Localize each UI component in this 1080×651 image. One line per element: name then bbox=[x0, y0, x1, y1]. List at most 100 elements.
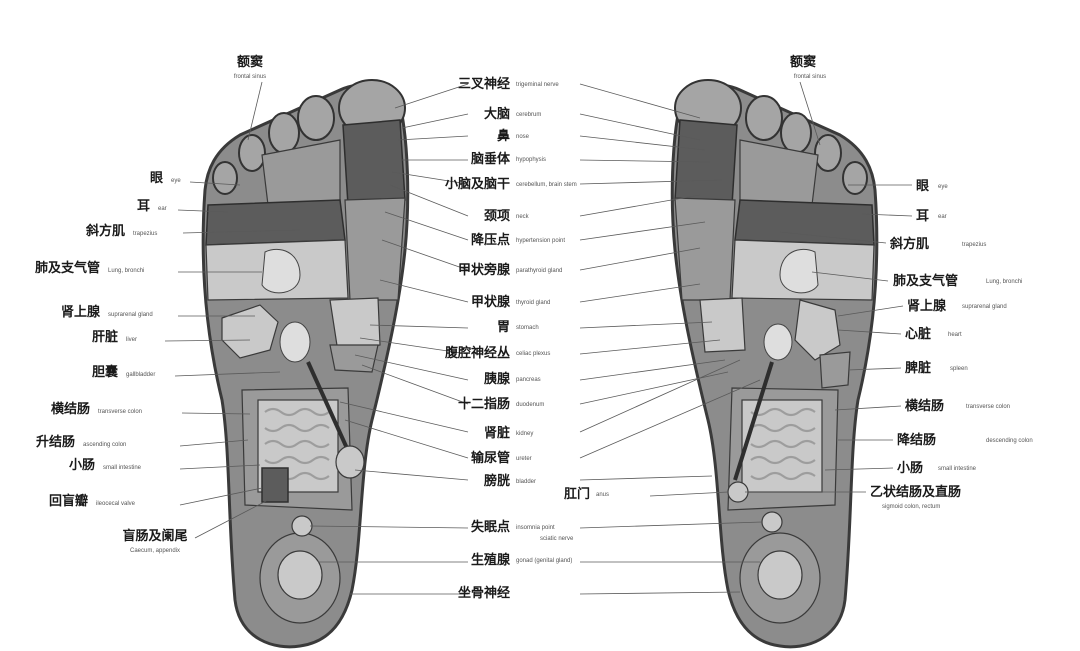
leader-left-ear bbox=[177, 209, 229, 213]
leader-center-right-stomach bbox=[579, 321, 713, 329]
leader-center-left-celiac-plexus bbox=[359, 337, 469, 355]
right-label-descending-colon: 降结肠 bbox=[897, 432, 936, 448]
center-label-anus: 肛门 bbox=[564, 486, 590, 502]
leader-center-left-insomnia-point bbox=[309, 525, 469, 529]
leader-center-right-duodenum bbox=[579, 371, 729, 405]
left-label-frontal-sinus: 额窦 bbox=[237, 54, 263, 70]
right-label-trapezius-en: trapezius bbox=[962, 242, 986, 248]
right-foot bbox=[670, 79, 879, 649]
right-label-spleen-en: spleen bbox=[950, 366, 968, 372]
center-label-cerebrum-en: cerebrum bbox=[516, 112, 541, 118]
leader-right-suprarenal-gland bbox=[837, 305, 904, 317]
right-label-lung-bronchi-en: Lung, bronchi bbox=[986, 279, 1022, 285]
right-label-suprarenal-gland: 肾上腺 bbox=[907, 298, 947, 314]
left-label-ear-en: ear bbox=[158, 206, 167, 212]
leader-lines bbox=[164, 81, 913, 595]
center-label-parathyroid-gland-en: parathyroid gland bbox=[516, 268, 562, 274]
leader-right-transverse-colon bbox=[834, 405, 902, 411]
leader-center-right-ureter bbox=[579, 379, 761, 459]
left-label-gallbladder-en: gallbladder bbox=[126, 372, 155, 378]
leader-center-right-cerebellum-brain-stem bbox=[579, 179, 723, 185]
right-label-transverse-colon-en: transverse colon bbox=[966, 404, 1010, 410]
center-label-nose: 鼻 bbox=[497, 128, 510, 144]
left-label-small-intestine-en: small intestine bbox=[103, 465, 142, 471]
leader-center-right-neck bbox=[579, 194, 701, 217]
right-label-trapezius: 斜方肌 bbox=[889, 236, 929, 252]
leader-center-left-trigeminal-nerve bbox=[394, 83, 469, 109]
leader-right-frontal-sinus bbox=[799, 81, 821, 146]
right-label-ear: 耳 bbox=[916, 209, 929, 224]
left-label-ascending-colon: 升结肠 bbox=[36, 434, 75, 450]
right-label-small-intestine: 小肠 bbox=[897, 461, 923, 476]
right-label-lung-bronchi: 肺及支气管 bbox=[893, 273, 958, 289]
left-label-lung-bronchi: 肺及支气管 bbox=[35, 260, 100, 276]
center-label-duodenum-en: duodenum bbox=[516, 402, 544, 408]
leader-left-caecum-appendix bbox=[194, 499, 269, 539]
center-label-pancreas-en: pancreas bbox=[516, 377, 541, 383]
center-label-trigeminal-nerve: 三叉神经 bbox=[458, 76, 510, 92]
left-label-gallbladder: 胆囊 bbox=[92, 364, 119, 380]
right-label-heart: 心脏 bbox=[905, 326, 931, 342]
right-label-eye: 眼 bbox=[916, 179, 930, 194]
center-label-parathyroid-gland: 甲状旁腺 bbox=[458, 262, 511, 278]
leader-right-lung-bronchi bbox=[811, 271, 889, 282]
left-label-caecum-appendix: 盲肠及阑尾 bbox=[122, 528, 187, 544]
center-label-ureter: 输尿管 bbox=[471, 450, 510, 466]
leader-right-ear bbox=[861, 213, 913, 217]
leader-center-left-duodenum bbox=[361, 364, 469, 405]
left-label-caecum-appendix-en: Caecum, appendix bbox=[130, 548, 180, 554]
leader-center-left-ureter bbox=[344, 419, 469, 459]
center-label-anus-en: anus bbox=[596, 492, 609, 498]
right-label-descending-colon-en: descending colon bbox=[986, 438, 1033, 444]
left-label-liver: 肝脏 bbox=[92, 329, 118, 345]
leader-center-left-cerebellum-brain-stem bbox=[391, 171, 469, 185]
right-label-sigmoid-colon-rectum-en: sigmoid colon, rectum bbox=[882, 504, 940, 510]
center-label-hypertension-point-en: hypertension point bbox=[516, 238, 565, 244]
left-label-eye: 眼 bbox=[150, 171, 164, 186]
right-label-frontal-sinus-en: frontal sinus bbox=[794, 74, 826, 80]
center-label-bladder: 膀胱 bbox=[483, 473, 510, 489]
left-label-lung-bronchi-en: Lung, bronchi bbox=[108, 268, 144, 274]
left-label-transverse-colon: 横结肠 bbox=[51, 401, 90, 417]
center-label-stomach: 胃 bbox=[497, 320, 510, 335]
leader-center-left-parathyroid-gland bbox=[381, 239, 469, 271]
left-label-trapezius-en: trapezius bbox=[133, 231, 157, 237]
leader-center-right-hypophysis bbox=[579, 159, 711, 163]
center-label-gonad: 生殖腺 bbox=[471, 552, 511, 568]
leader-left-ileocecal-valve bbox=[179, 487, 263, 506]
center-label-stomach-en: stomach bbox=[516, 325, 539, 331]
right-label-sigmoid-colon-rectum: 乙状结肠及直肠 bbox=[870, 484, 961, 500]
center-label-duodenum: 十二指肠 bbox=[458, 396, 510, 412]
leader-center-right-sciatic bbox=[579, 591, 741, 595]
left-label-transverse-colon-en: transverse colon bbox=[98, 409, 142, 415]
leader-left-liver bbox=[164, 339, 251, 342]
center-label-hypophysis: 脑垂体 bbox=[471, 151, 511, 167]
center-label-cerebellum-brain-stem: 小脑及脑干 bbox=[445, 176, 510, 192]
center-label-trigeminal-nerve-en: trigeminal nerve bbox=[516, 82, 559, 88]
left-foot bbox=[201, 79, 410, 649]
center-label-nose-en: nose bbox=[516, 134, 530, 140]
leader-center-right-insomnia-point bbox=[579, 521, 763, 529]
right-label-ear-en: ear bbox=[938, 214, 947, 220]
center-label-gonad-en: gonad (genital gland) bbox=[516, 558, 572, 564]
leader-center-right-trigeminal-nerve bbox=[579, 83, 701, 119]
leader-center-right-anus bbox=[649, 491, 729, 497]
center-label-bladder-en: bladder bbox=[516, 479, 536, 485]
leader-left-small-intestine bbox=[179, 464, 261, 470]
leader-center-right-parathyroid-gland bbox=[579, 247, 701, 271]
leader-center-left-bladder bbox=[354, 469, 469, 481]
center-label-ureter-en: ureter bbox=[516, 456, 532, 462]
center-label-hypophysis-en: hypophysis bbox=[516, 157, 546, 163]
leader-left-ascending-colon bbox=[179, 439, 249, 447]
right-label-small-intestine-en: small intestine bbox=[938, 466, 977, 472]
right-label-frontal-sinus: 额窦 bbox=[790, 54, 816, 70]
left-label-frontal-sinus-en: frontal sinus bbox=[234, 74, 266, 80]
leader-center-left-thyroid-gland bbox=[379, 279, 469, 303]
right-label-suprarenal-gland-en: suprarenal gland bbox=[962, 304, 1007, 310]
leader-center-left-nose bbox=[397, 135, 469, 141]
left-label-ileocecal-valve-en: ileocecal valve bbox=[96, 501, 136, 507]
leader-center-right-nose bbox=[579, 135, 706, 151]
center-label-celiac-plexus-en: celiac plexus bbox=[516, 351, 550, 357]
